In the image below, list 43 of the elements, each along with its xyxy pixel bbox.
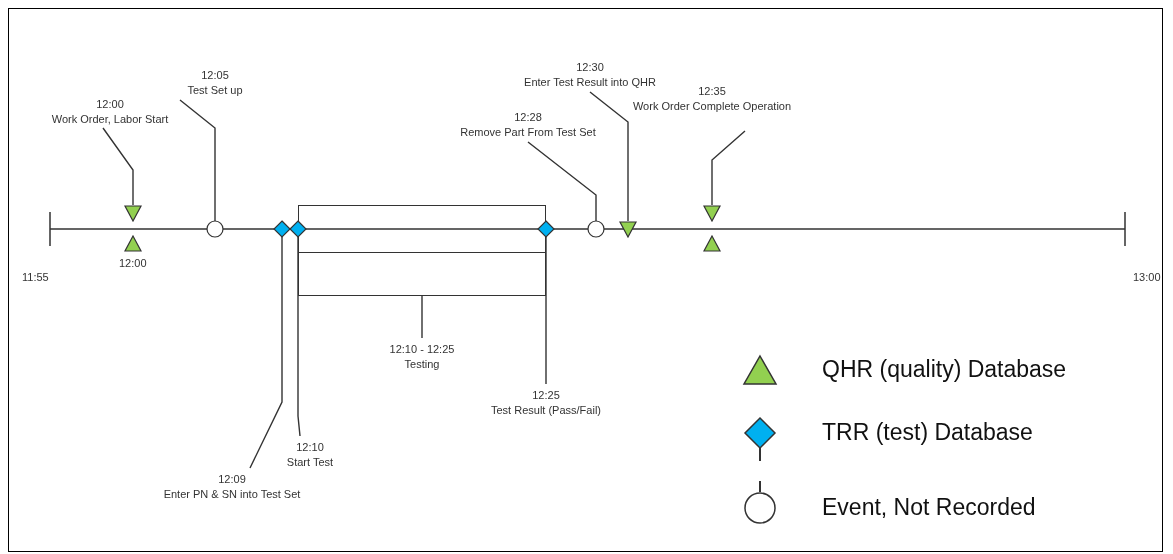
leader-line [527,141,597,222]
circle-marker [587,220,605,238]
event-label: Work Order Complete Operation [632,99,792,114]
diamond-marker [289,220,307,238]
triangle-marker [703,204,721,222]
tick-label: 11:55 [22,271,49,283]
event-label: Test Result (Pass/Fail) [491,403,601,418]
leader-line [545,236,547,385]
leader-line [421,295,423,339]
event-label: Remove Part From Test Set [460,125,596,140]
time-label: 12:00 [119,257,147,269]
time-label: 12:10 [296,440,324,455]
circle-marker [206,220,224,238]
leader-line [179,99,216,222]
time-label: 12:28 [514,110,542,125]
diamond-marker [537,220,555,238]
time-label: 12:00 [96,97,124,112]
time-label: 12:25 [532,388,560,403]
event-label: Testing [404,357,440,372]
leader-line [589,91,629,222]
time-label: 12:05 [201,68,229,83]
triangle-marker [124,234,142,252]
triangle-marker [703,234,721,252]
leader-line [711,130,746,206]
leader-line [102,127,134,206]
time-label: 12:30 [576,60,604,75]
event-label: Work Order, Labor Start [51,112,169,127]
leader-line [249,236,283,469]
triangle-marker [619,220,637,238]
legend-label: Event, Not Recorded [822,494,1036,521]
triangle-marker [124,204,142,222]
time-label: 12:35 [698,84,726,99]
event-label: Test Set up [187,83,243,98]
event-label: Start Test [286,455,334,470]
event-label: Enter PN & SN into Test Set [163,487,301,502]
legend-label: QHR (quality) Database [822,356,1067,383]
leader-line [297,236,301,437]
time-label: 12:10 - 12:25 [389,342,455,357]
tick-label: 13:00 [1133,271,1161,283]
legend-label: TRR (test) Database [822,419,1033,446]
event-label: Enter Test Result into QHR [524,75,656,90]
diamond-marker [273,220,291,238]
time-label: 12:09 [218,472,246,487]
